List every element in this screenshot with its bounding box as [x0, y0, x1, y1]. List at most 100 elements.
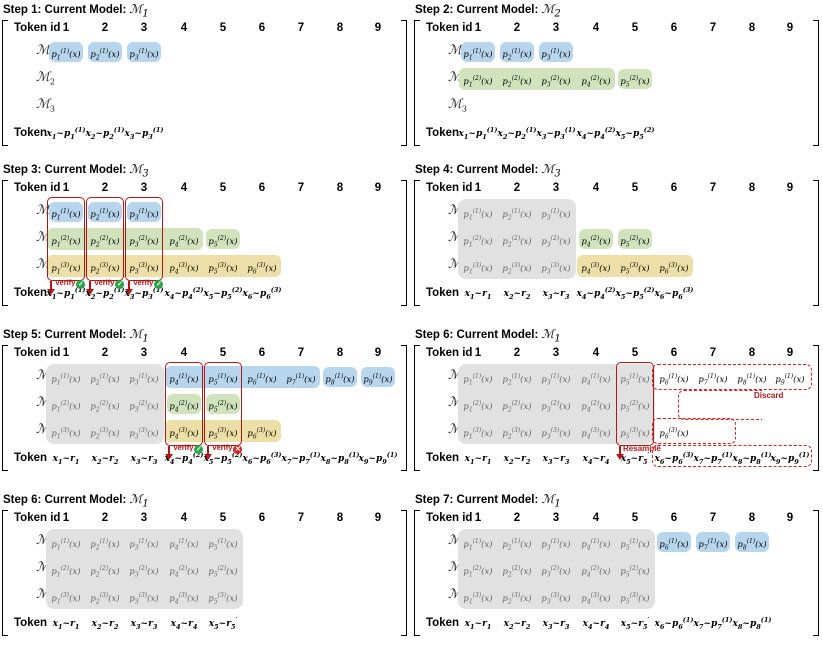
model-letter: ℳ	[36, 43, 50, 58]
token-sample-4: x4~p4(2)	[576, 126, 616, 141]
prob-cell-m1-2: p2(1)(x)	[500, 42, 534, 62]
token-id-6: 6	[670, 347, 678, 359]
panel-title: Step 4: Current Model: ℳ3	[415, 162, 561, 179]
resample-box	[616, 362, 654, 446]
prob-cell-m1-3: p3(1)(x)	[541, 373, 571, 387]
prob-cell-m3-5: p5(3)(x)	[208, 592, 238, 606]
discard-box-tokens	[652, 445, 812, 467]
token-id-1: 1	[474, 512, 482, 524]
token-id-3: 3	[552, 182, 560, 194]
token-sample-5: x5~p5(2)	[203, 286, 243, 301]
left-bracket	[2, 20, 8, 146]
model-letter: ℳ	[36, 97, 50, 112]
token-id-5: 5	[631, 182, 639, 194]
model-letter: ℳ	[541, 2, 555, 16]
prob-cell-m1-6: p6(1)(x)	[657, 532, 691, 552]
prob-cell-m3-6: p6(3)(x)	[657, 256, 691, 276]
prob-cell-m2-4: p4(2)(x)	[579, 229, 613, 249]
prob-cell-m1-3: p3(1)(x)	[127, 202, 161, 222]
verify-text: Verify	[212, 443, 233, 452]
panel-title: Step 3: Current Model: ℳ3	[3, 162, 149, 179]
token-id-8: 8	[336, 22, 344, 34]
prob-cell-m1-6: p6(1)(x)	[659, 373, 689, 387]
token-id-1: 1	[474, 182, 482, 194]
prob-cell-m2-3: p3(2)(x)	[541, 400, 571, 414]
prob-cell-m2-2: p2(2)(x)	[90, 565, 120, 579]
prob-cell-m3-5: p5(3)(x)	[206, 256, 240, 276]
token-sample-3: x3~r3	[542, 619, 570, 631]
model-letter: ℳ	[129, 492, 143, 506]
token-id-6: 6	[258, 347, 266, 359]
model-letter: ℳ	[129, 2, 143, 16]
verify-text: Verify	[55, 278, 76, 287]
token-sample-5: x5~p5(2)	[615, 286, 655, 301]
model-letter: ℳ	[129, 327, 143, 341]
prob-cell-m3-4: p4(3)(x)	[581, 427, 611, 441]
token-sample-1: x1~p1(1)	[458, 126, 498, 141]
token-id-4: 4	[180, 347, 188, 359]
token-id-7: 7	[297, 22, 305, 34]
prob-cell-m3-5: p5(3)(x)	[206, 421, 240, 441]
token-sample-3: x3~r3	[130, 619, 158, 631]
prob-cell-m3-1: p1(3)(x)	[463, 592, 493, 606]
verify-label-3: Verify✓	[133, 278, 164, 289]
prob-cell-m1-1: p1(1)(x)	[49, 42, 83, 62]
token-sample-3: x3~r3	[130, 454, 158, 466]
right-bracket	[813, 345, 819, 471]
prob-cell-m2-3: p3(2)(x)	[129, 565, 159, 579]
model-label-m2: ℳ2	[36, 70, 55, 87]
prob-cell-m2-3: p3(2)(x)	[539, 69, 573, 89]
panel-title-text: Step 3: Current Model:	[3, 164, 130, 176]
token-id-4: 4	[180, 182, 188, 194]
panel-title-model: ℳ1	[129, 2, 149, 20]
prob-cell-m3-5: p5(3)(x)	[618, 256, 652, 276]
prob-cell-m1-3: p3(1)(x)	[127, 42, 161, 62]
token-id-7: 7	[709, 512, 717, 524]
model-index: 1	[142, 8, 149, 20]
prob-cell-m1-8: p8(1)(x)	[735, 532, 769, 552]
token-id-8: 8	[748, 22, 756, 34]
token-sample-6: x6~p6(3)	[654, 286, 694, 301]
model-index: 2	[49, 77, 55, 87]
prob-cell-m1-4: p4(1)(x)	[167, 367, 201, 387]
token-id-label: Token id	[426, 347, 473, 359]
token-id-2: 2	[513, 182, 521, 194]
token-sample-7: x7~p7(1)	[693, 616, 733, 631]
model-index: 3	[142, 168, 149, 180]
verify-text: Verify	[133, 278, 154, 287]
prob-cell-m3-2: p2(3)(x)	[502, 592, 532, 606]
verify-arrow-4	[165, 446, 173, 460]
model-letter: ℳ	[36, 230, 50, 245]
prob-cell-m1-2: p2(1)(x)	[88, 42, 122, 62]
prob-cell-m2-2: p2(2)(x)	[90, 400, 120, 414]
prob-cell-m1-1: p1(1)(x)	[51, 373, 81, 387]
token-sample-3: x3~r3	[542, 454, 570, 466]
token-sample-4: x4~r4	[582, 619, 610, 631]
token-id-9: 9	[374, 347, 382, 359]
token-id-6: 6	[258, 22, 266, 34]
prob-cell-m2-1: p1(2)(x)	[463, 565, 493, 579]
cross-icon: ✕	[233, 445, 243, 454]
prob-cell-m1-1: p1(1)(x)	[463, 373, 493, 387]
prob-cell-m3-4: p4(3)(x)	[167, 256, 201, 276]
prob-cell-m3-3: p3(3)(x)	[129, 427, 159, 441]
token-id-7: 7	[297, 512, 305, 524]
token-id-2: 2	[101, 512, 109, 524]
verify-arrow-5	[204, 446, 212, 460]
prob-cell-m2-3: p3(2)(x)	[129, 400, 159, 414]
token-id-7: 7	[297, 182, 305, 194]
token-row-label: Token	[14, 287, 48, 299]
token-id-5: 5	[219, 22, 227, 34]
prob-cell-m1-5: p5(1)(x)	[206, 367, 240, 387]
panel-title-text: Step 2: Current Model:	[415, 4, 542, 16]
left-bracket	[2, 345, 8, 471]
check-icon: ✓	[194, 445, 204, 454]
token-sample-3: x3~p3(1)	[536, 126, 576, 141]
token-id-4: 4	[592, 182, 600, 194]
resolved-region	[46, 529, 243, 609]
verify-label-4: Verify✓	[173, 443, 204, 454]
